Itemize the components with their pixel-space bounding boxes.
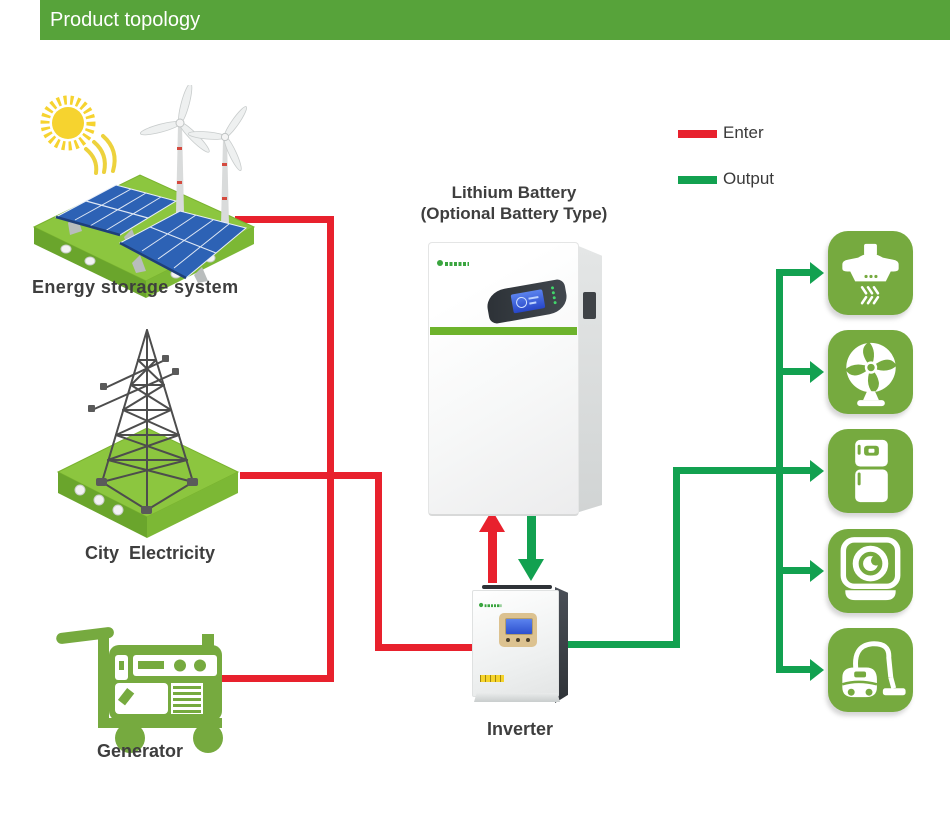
enter-line-main-vertical <box>327 216 334 682</box>
battery-title-line2: (Optional Battery Type) <box>420 204 608 223</box>
output-arrowhead-fan <box>810 361 824 383</box>
inverter-button <box>516 638 520 642</box>
legend-enter-label: Enter <box>723 123 764 142</box>
output-line-inverter-horizontal <box>560 641 680 648</box>
battery-front-panel <box>428 242 579 516</box>
output-branch-fan <box>776 368 812 375</box>
platform-rivet <box>84 256 96 266</box>
solar-panel-icon <box>54 184 178 247</box>
enter-line-generator-horizontal <box>215 675 334 682</box>
enter-line-to-inverter <box>375 644 476 651</box>
city-electricity-label: City Electricity <box>85 543 216 563</box>
platform-rivet <box>74 484 86 496</box>
output-arrow-inverter-head <box>518 559 544 581</box>
wind-turbine-icon <box>187 106 248 225</box>
output-line-riser-vertical <box>673 467 680 648</box>
inverter-control-panel <box>499 613 537 647</box>
legend-enter-swatch <box>678 130 717 138</box>
battery-led <box>550 286 555 290</box>
battery-display-panel <box>484 278 570 325</box>
output-branch-vacuum-cleaner <box>776 666 812 673</box>
generator-details <box>115 655 217 714</box>
lithium-battery-unit <box>428 242 602 516</box>
battery-lcd-screen <box>510 289 546 314</box>
inverter-unit <box>472 585 568 705</box>
output-arrowhead-refrigerator <box>810 460 824 482</box>
inverter-lcd-screen <box>505 618 533 635</box>
battery-title-line1: Lithium Battery <box>451 183 577 202</box>
enter-line-city-vertical <box>375 472 382 651</box>
enter-line-solar-horizontal <box>235 216 334 223</box>
battery-handle <box>583 292 596 319</box>
inverter-label: Inverter <box>486 719 554 739</box>
header-bar <box>40 0 950 40</box>
energy-storage-label: Energy storage system <box>32 277 239 297</box>
inverter-front-panel <box>472 590 559 697</box>
battery-green-stripe <box>430 327 577 335</box>
inverter-button <box>526 638 530 642</box>
output-arrowhead-vacuum-cleaner <box>810 659 824 681</box>
output-trunk-vertical <box>776 269 783 673</box>
range-hood-icon <box>828 231 913 315</box>
vacuum-cleaner-icon <box>828 628 913 712</box>
generator-label: Generator <box>97 741 184 761</box>
battery-title: Lithium Battery (Optional Battery Type) <box>394 182 634 224</box>
battery-brand-logo <box>437 253 469 271</box>
inverter-base <box>474 693 560 702</box>
inverter-button <box>506 638 510 642</box>
platform-rivet <box>93 494 105 506</box>
output-arrowhead-washing-machine <box>810 560 824 582</box>
legend-output-swatch <box>678 176 717 184</box>
energy-storage-illustration <box>32 85 256 298</box>
page-title: Product topology <box>50 9 201 31</box>
solar-panel-icon <box>118 210 248 283</box>
inverter-vent <box>482 585 552 589</box>
tower-insulators <box>88 355 198 514</box>
battery-side-panel <box>576 245 602 513</box>
enter-line-city-horizontal <box>240 472 382 479</box>
city-platform-right-side <box>147 472 238 538</box>
battery-led <box>552 295 556 300</box>
fan-icon <box>828 330 913 414</box>
generator-illustration <box>56 627 223 753</box>
enter-arrow-battery-shaft <box>488 528 497 583</box>
inverter-brand-logo <box>479 598 502 611</box>
legend-output-label: Output <box>723 169 775 188</box>
output-branch-washing-machine <box>776 567 812 574</box>
battery-led <box>553 300 557 305</box>
sun-icon <box>40 95 117 175</box>
city-electricity-illustration <box>56 329 240 538</box>
battery-led <box>551 291 556 295</box>
output-arrow-inverter-shaft <box>527 510 536 561</box>
inverter-warning-label <box>480 675 504 682</box>
output-arrowhead-range-hood <box>810 262 824 284</box>
washing-machine-icon <box>828 529 913 613</box>
platform-rivet <box>60 244 72 254</box>
platform-rivet <box>112 504 124 516</box>
refrigerator-icon <box>828 429 913 513</box>
output-branch-range-hood <box>776 269 812 276</box>
output-line-feed-horizontal <box>673 467 812 474</box>
transmission-tower-icon <box>91 329 194 511</box>
